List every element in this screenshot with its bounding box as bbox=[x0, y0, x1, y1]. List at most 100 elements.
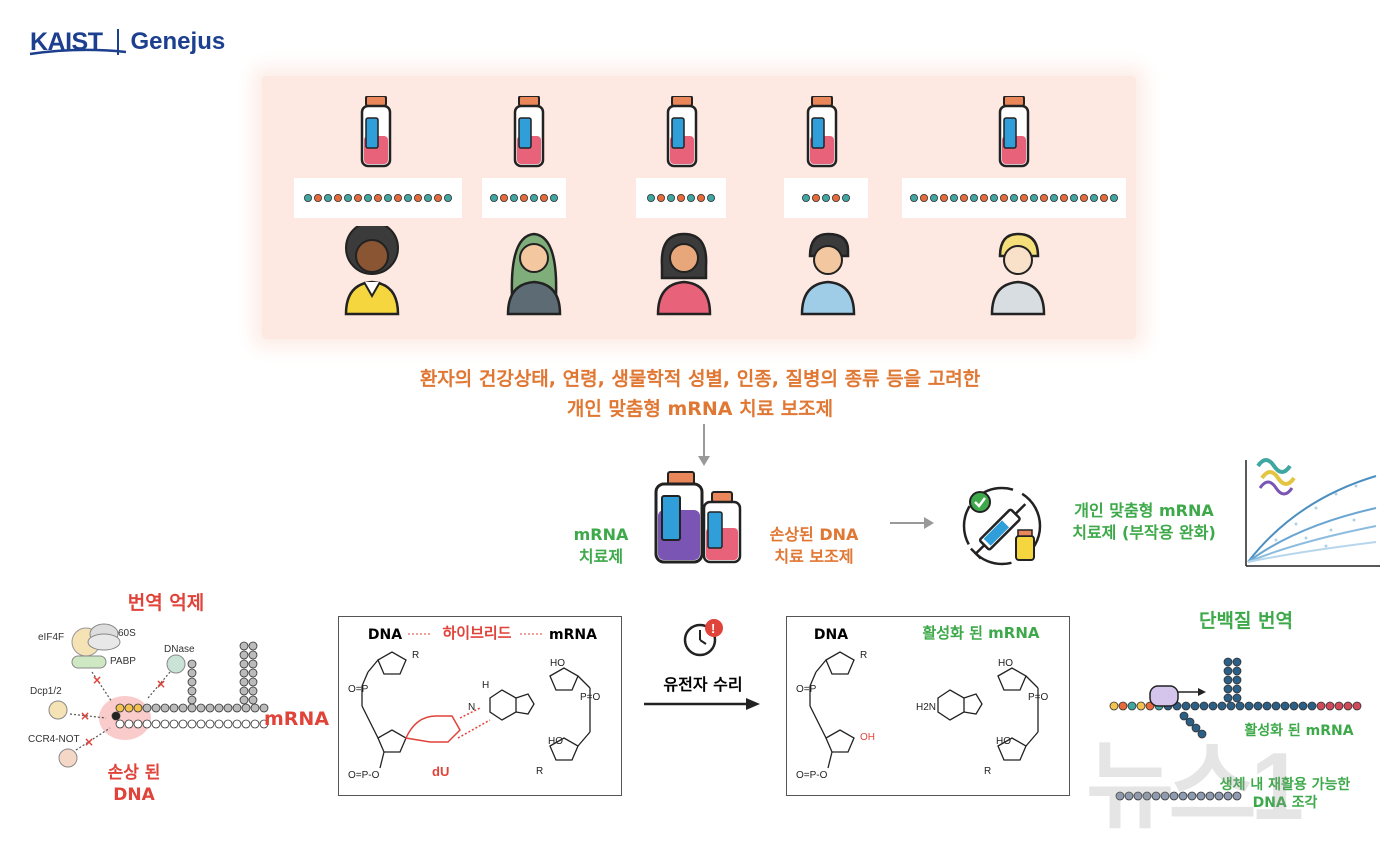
activated-mrna-bead bbox=[1217, 701, 1227, 711]
dna-bead bbox=[115, 719, 125, 729]
right-activated-label: 활성화 된 mRNA bbox=[1244, 723, 1354, 739]
activated-mrna-bead bbox=[1289, 701, 1299, 711]
logo-divider bbox=[116, 29, 119, 55]
sequence-bead bbox=[304, 194, 312, 202]
svg-text:P=O: P=O bbox=[580, 692, 601, 703]
sequence-bead bbox=[1109, 194, 1118, 202]
svg-text:H: H bbox=[482, 680, 489, 691]
sequence-bead bbox=[647, 194, 655, 202]
caption-line-1: 환자의 건강상태, 연령, 생물학적 성별, 인종, 질병의 종류 등을 고려한 bbox=[419, 368, 981, 390]
fragment-bead bbox=[1133, 791, 1143, 801]
sequence-bead bbox=[509, 194, 518, 202]
sequence-bead bbox=[530, 194, 539, 202]
mrna-bead bbox=[248, 650, 258, 660]
mrna-bead bbox=[196, 703, 206, 713]
sequence-bead bbox=[676, 194, 685, 202]
dna-label-line2: 치료 보조제 bbox=[774, 547, 854, 566]
ccr4-not-label: CCR4-NOT bbox=[28, 734, 80, 745]
loop-bead bbox=[1191, 723, 1201, 733]
right-arrow-icon bbox=[890, 517, 934, 529]
dna-bead bbox=[124, 719, 134, 729]
sequence-bead bbox=[1030, 194, 1039, 202]
expression-curve-graph bbox=[1245, 458, 1380, 567]
fragment-bead bbox=[1205, 791, 1215, 801]
mrna-bead bbox=[241, 703, 251, 713]
activated-mrna-bead bbox=[1352, 701, 1362, 711]
activated-structure: R O=P O=P-O HO P=O HO R H2N OH bbox=[796, 650, 1049, 781]
mrna-bead bbox=[115, 703, 125, 713]
mrna-bead bbox=[239, 650, 249, 660]
dna-bead bbox=[214, 719, 224, 729]
sequence-box-2 bbox=[482, 178, 566, 218]
dna-bead bbox=[160, 719, 170, 729]
hybrid-label: 하이브리드 bbox=[442, 624, 512, 642]
activated-mrna-bead bbox=[1127, 701, 1137, 711]
sequence-bead bbox=[364, 194, 373, 202]
activated-mrna-bead bbox=[1343, 701, 1353, 711]
fragment-bead bbox=[1214, 791, 1224, 801]
sequence-bead bbox=[1020, 194, 1029, 202]
hybrid-dna-label: DNA bbox=[367, 627, 403, 643]
timer-alert-icon: ! bbox=[683, 619, 723, 657]
eif4f-label: eIF4F bbox=[38, 632, 65, 643]
sequence-bead bbox=[950, 194, 959, 202]
sequence-bead bbox=[384, 194, 393, 202]
vial-row bbox=[360, 96, 1030, 168]
mrna-inhibition-diagram: ×× ×× bbox=[48, 623, 269, 768]
mrna-bead bbox=[248, 686, 258, 696]
fragment-bead bbox=[1160, 791, 1170, 801]
svg-text:HO: HO bbox=[550, 658, 565, 669]
fragment-bead bbox=[1187, 791, 1197, 801]
mrna-bead bbox=[248, 659, 258, 669]
sequence-bead bbox=[424, 194, 433, 202]
sequence-bead bbox=[550, 194, 559, 202]
svg-text:×: × bbox=[84, 735, 94, 749]
sequence-bead bbox=[1049, 194, 1058, 202]
activated-mrna-bead bbox=[1271, 701, 1281, 711]
du-label: dU bbox=[432, 764, 449, 779]
activated-mrna-bead bbox=[1244, 701, 1254, 711]
oh-label: OH bbox=[860, 732, 875, 743]
mrna-bead bbox=[214, 703, 224, 713]
syringe-icon bbox=[962, 486, 1042, 566]
sequence-bead bbox=[811, 194, 820, 202]
news1-watermark: 뉴스1 bbox=[1086, 733, 1304, 840]
activated-mrna-box bbox=[786, 616, 1070, 796]
mrna-label-left: mRNA bbox=[264, 708, 330, 730]
fragment-bead bbox=[1232, 791, 1242, 801]
sequence-bead bbox=[842, 194, 851, 202]
svg-text:O=P: O=P bbox=[348, 684, 369, 695]
geneius-logo: Genejus bbox=[130, 28, 226, 55]
sequence-bead bbox=[404, 194, 413, 202]
svg-text:HO: HO bbox=[996, 736, 1011, 747]
dna-bead bbox=[223, 719, 233, 729]
mrna-bead bbox=[239, 641, 249, 651]
fragment-bead bbox=[1124, 791, 1134, 801]
svg-text:O=P-O: O=P-O bbox=[348, 770, 380, 781]
sequence-bead bbox=[960, 194, 969, 202]
sequence-bead bbox=[1010, 194, 1019, 202]
dna-bead bbox=[241, 719, 251, 729]
damaged-line2: DNA bbox=[113, 785, 155, 805]
sequence-bead bbox=[1089, 194, 1098, 202]
sequence-bead bbox=[443, 194, 452, 202]
stem-bead bbox=[1223, 684, 1233, 694]
activated-mrna-bead bbox=[1136, 701, 1146, 711]
svg-text:HO: HO bbox=[548, 736, 563, 747]
sequence-bead bbox=[939, 194, 948, 202]
pabp-label: PABP bbox=[110, 656, 136, 667]
dna-bead bbox=[133, 719, 143, 729]
dna-bead bbox=[142, 719, 152, 729]
mrna-bead bbox=[232, 703, 242, 713]
mrna-bead bbox=[248, 677, 258, 687]
sequence-bead bbox=[656, 194, 665, 202]
mrna-bead bbox=[223, 703, 233, 713]
loop-bead bbox=[1179, 711, 1189, 721]
mrna-bead bbox=[187, 668, 197, 678]
sequence-bead bbox=[707, 194, 716, 202]
stem-bead bbox=[1223, 675, 1233, 685]
activated-mrna-bead bbox=[1325, 701, 1335, 711]
mrna-bead bbox=[151, 703, 161, 713]
mrna-bead bbox=[205, 703, 215, 713]
sequence-bead bbox=[929, 194, 938, 202]
